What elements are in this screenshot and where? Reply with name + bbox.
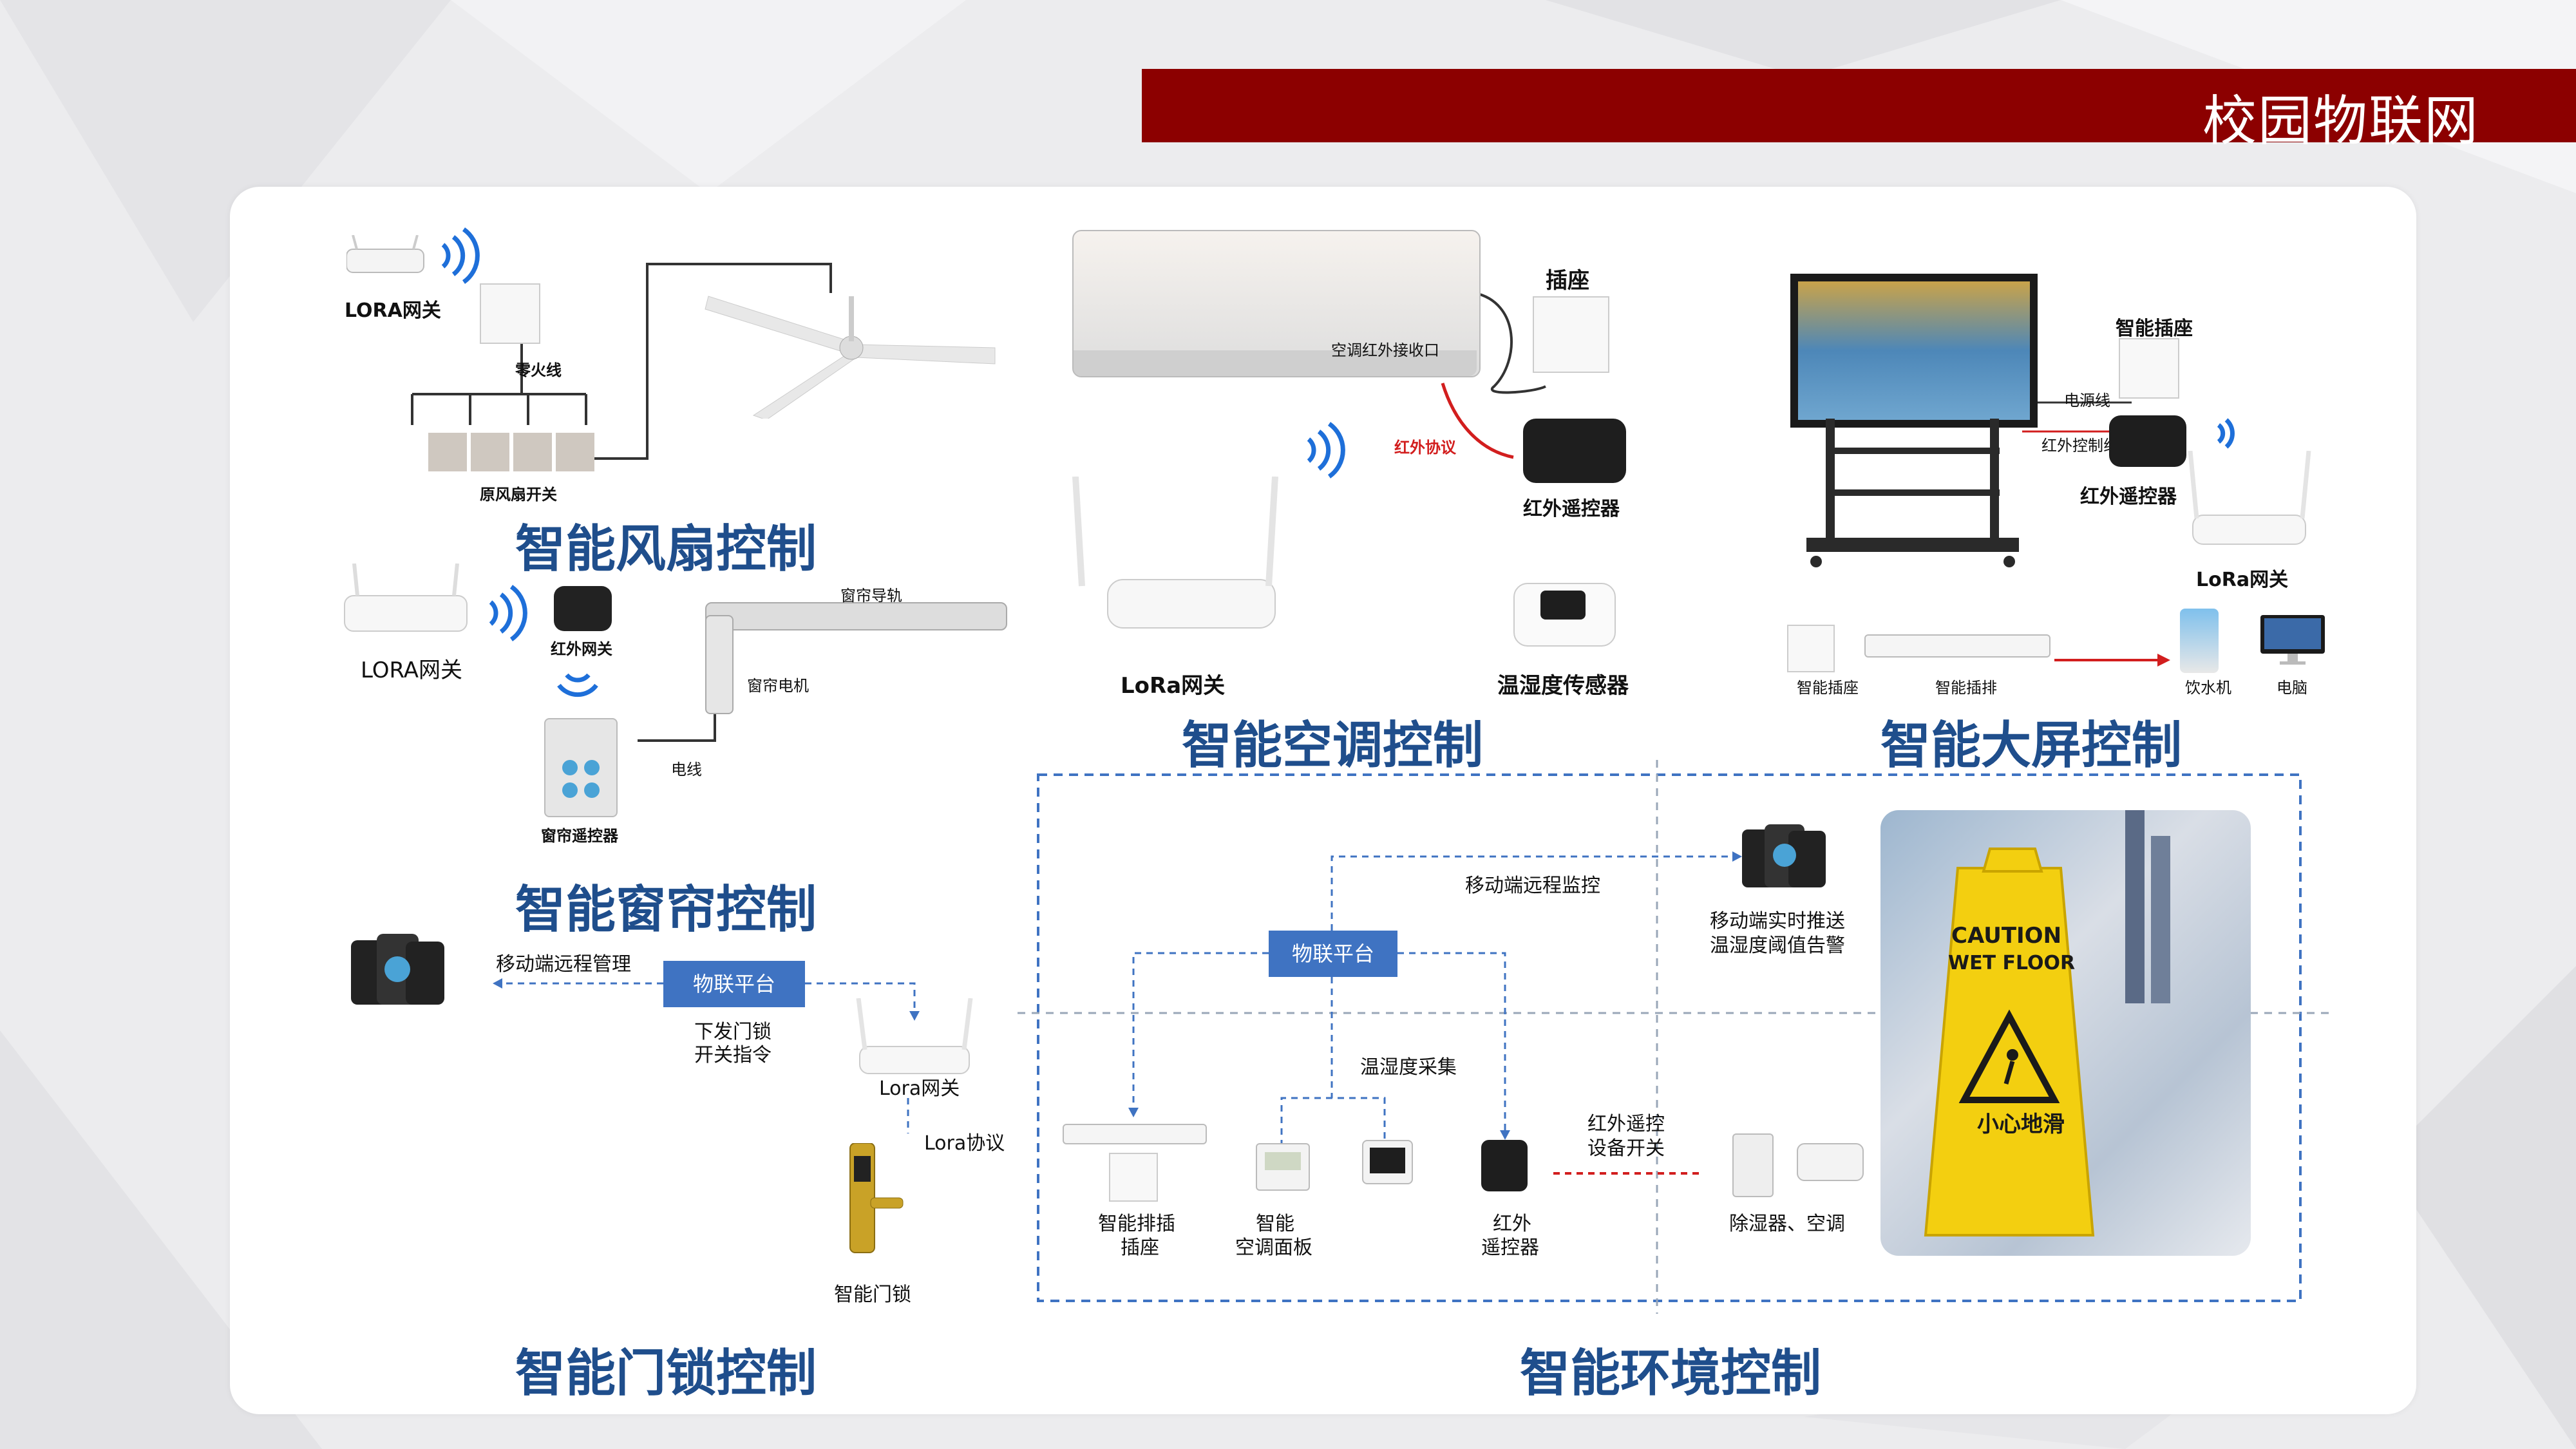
lock-mobile-label: 移动端远程管理 — [496, 953, 631, 976]
environment-section-title: 智能环境控制 — [1520, 1345, 1822, 1403]
aircon-gateway-label: LoRa网关 — [1121, 673, 1226, 699]
env-strip-line2: 插座 — [1121, 1236, 1159, 1259]
fan-switch-row — [428, 433, 596, 475]
lora-gateway-device-2 — [341, 563, 470, 634]
curtain-remote-label: 窗帘遥控器 — [541, 827, 618, 845]
env-mobile-push-line1: 移动端实时推送 — [1710, 910, 1845, 933]
curtain-wire-label: 电线 — [671, 761, 702, 779]
screen-gateway-label: LoRa网关 — [2196, 569, 2289, 591]
lock-section-title: 智能门锁控制 — [515, 1345, 817, 1403]
screen-section-title: 智能大屏控制 — [1880, 717, 2183, 775]
ir-remote-controller — [1523, 419, 1626, 483]
sign-caution-text: CAUTION — [1951, 923, 2062, 949]
lock-protocol-label: Lora协议 — [924, 1132, 1005, 1155]
aircon-sensor-label: 温湿度传感器 — [1497, 673, 1629, 699]
screen-power-line-label: 电源线 — [2064, 392, 2110, 410]
fan-section-title: 智能风扇控制 — [515, 520, 817, 578]
water-dispenser — [2180, 609, 2219, 673]
wall-socket — [1533, 296, 1609, 373]
env-ir-line2: 遥控器 — [1481, 1236, 1539, 1259]
mobile-phones — [351, 934, 444, 1008]
dehumidifier-device — [1732, 1133, 1774, 1197]
env-smart-strip — [1063, 1124, 1207, 1144]
screen-pc-label: 电脑 — [2277, 679, 2307, 697]
screen-smart-strip-label: 智能插排 — [1935, 679, 1997, 697]
env-panel-line1: 智能 — [1256, 1213, 1294, 1235]
wet-floor-photo: CAUTION WET FLOOR 小心地滑 — [1880, 810, 2251, 1256]
curtain-gateway-label: LORA网关 — [361, 658, 462, 683]
display-stand — [1803, 419, 2022, 573]
lock-platform-box: 物联平台 — [663, 961, 805, 1007]
screen-ir-line-label: 红外控制线 — [2041, 437, 2119, 455]
smart-socket-small — [1787, 625, 1835, 672]
curtain-ir-gateway-label: 红外网关 — [551, 640, 612, 658]
ir-remote-controller-2 — [2109, 415, 2186, 467]
curtain-remote-device — [544, 718, 618, 817]
env-panel-line2: 空调面板 — [1235, 1236, 1312, 1259]
sign-cn-text: 小心地滑 — [1977, 1112, 2065, 1137]
env-ir-line1: 红外 — [1493, 1213, 1531, 1235]
aircon-ir-protocol-label: 红外协议 — [1394, 439, 1456, 457]
smart-switch-panel — [480, 283, 540, 344]
lock-cmd-line2: 开关指令 — [694, 1044, 772, 1066]
air-conditioner: 空调红外接收口 — [1072, 230, 1481, 377]
aircon-ir-remote-label: 红外遥控器 — [1523, 498, 1620, 520]
curtain-section-title: 智能窗帘控制 — [515, 881, 817, 939]
sign-wet-floor-text: WET FLOOR — [1948, 952, 2076, 974]
lora-gateway-device-3 — [1069, 476, 1282, 631]
env-aircon-panel — [1256, 1143, 1310, 1191]
smart-door-lock — [844, 1142, 905, 1256]
screen-water-label: 饮水机 — [2185, 679, 2231, 697]
curtain-motor-label: 窗帘电机 — [747, 677, 809, 695]
env-collect-label: 温湿度采集 — [1360, 1056, 1457, 1079]
env-platform-box: 物联平台 — [1269, 931, 1397, 977]
lora-gateway-device-5 — [853, 998, 976, 1075]
curtain-motor — [705, 615, 734, 714]
env-sensor-panel — [1362, 1140, 1413, 1184]
temp-humidity-sensor — [1513, 583, 1616, 647]
screen-ir-remote-label: 红外遥控器 — [2080, 486, 2177, 508]
lock-gateway-label: Lora网关 — [879, 1077, 960, 1100]
wall-aircon-device — [1797, 1143, 1864, 1181]
fan-switch-label: 原风扇开关 — [480, 486, 557, 504]
env-mobile-monitor-label: 移动端远程监控 — [1465, 875, 1600, 897]
fan-wire-label: 零火线 — [515, 361, 562, 379]
env-strip-line1: 智能排插 — [1098, 1213, 1175, 1235]
lock-device-label: 智能门锁 — [834, 1283, 911, 1306]
env-ir-switch-line2: 设备开关 — [1587, 1137, 1665, 1160]
lock-cmd-line1: 下发门锁 — [694, 1021, 772, 1043]
ir-gateway-device — [554, 586, 612, 631]
env-ir-remote — [1481, 1140, 1528, 1191]
env-ir-switch-line1: 红外遥控 — [1587, 1113, 1665, 1135]
ceiling-fan — [702, 270, 998, 421]
desktop-computer — [2260, 615, 2325, 665]
smart-strip-device — [1864, 634, 2050, 658]
aircon-section-title: 智能空调控制 — [1182, 717, 1484, 775]
aircon-ir-port-label: 空调红外接收口 — [1331, 341, 1439, 359]
aircon-socket-label: 插座 — [1546, 268, 1589, 294]
smart-socket-device — [2119, 338, 2179, 399]
header-banner: 校园物联网 — [1142, 69, 2576, 153]
fan-gateway-label: LORA网关 — [345, 299, 441, 322]
env-mobile-phone — [1742, 824, 1826, 889]
curtain-track-label: 窗帘导轨 — [840, 587, 902, 605]
lora-gateway-device-4 — [2186, 450, 2315, 547]
lora-gateway-device — [346, 234, 427, 275]
env-socket — [1109, 1153, 1158, 1202]
curtain-track — [705, 602, 1007, 630]
screen-smart-socket-label: 智能插座 — [2116, 317, 2193, 340]
screen-smart-socket-label-2: 智能插座 — [1797, 679, 1859, 697]
page-title: 校园物联网 — [2202, 90, 2479, 153]
env-devices-label: 除湿器、空调 — [1729, 1213, 1845, 1235]
smart-display-screen — [1790, 274, 2038, 428]
env-mobile-push-line2: 温湿度阈值告警 — [1710, 934, 1845, 957]
